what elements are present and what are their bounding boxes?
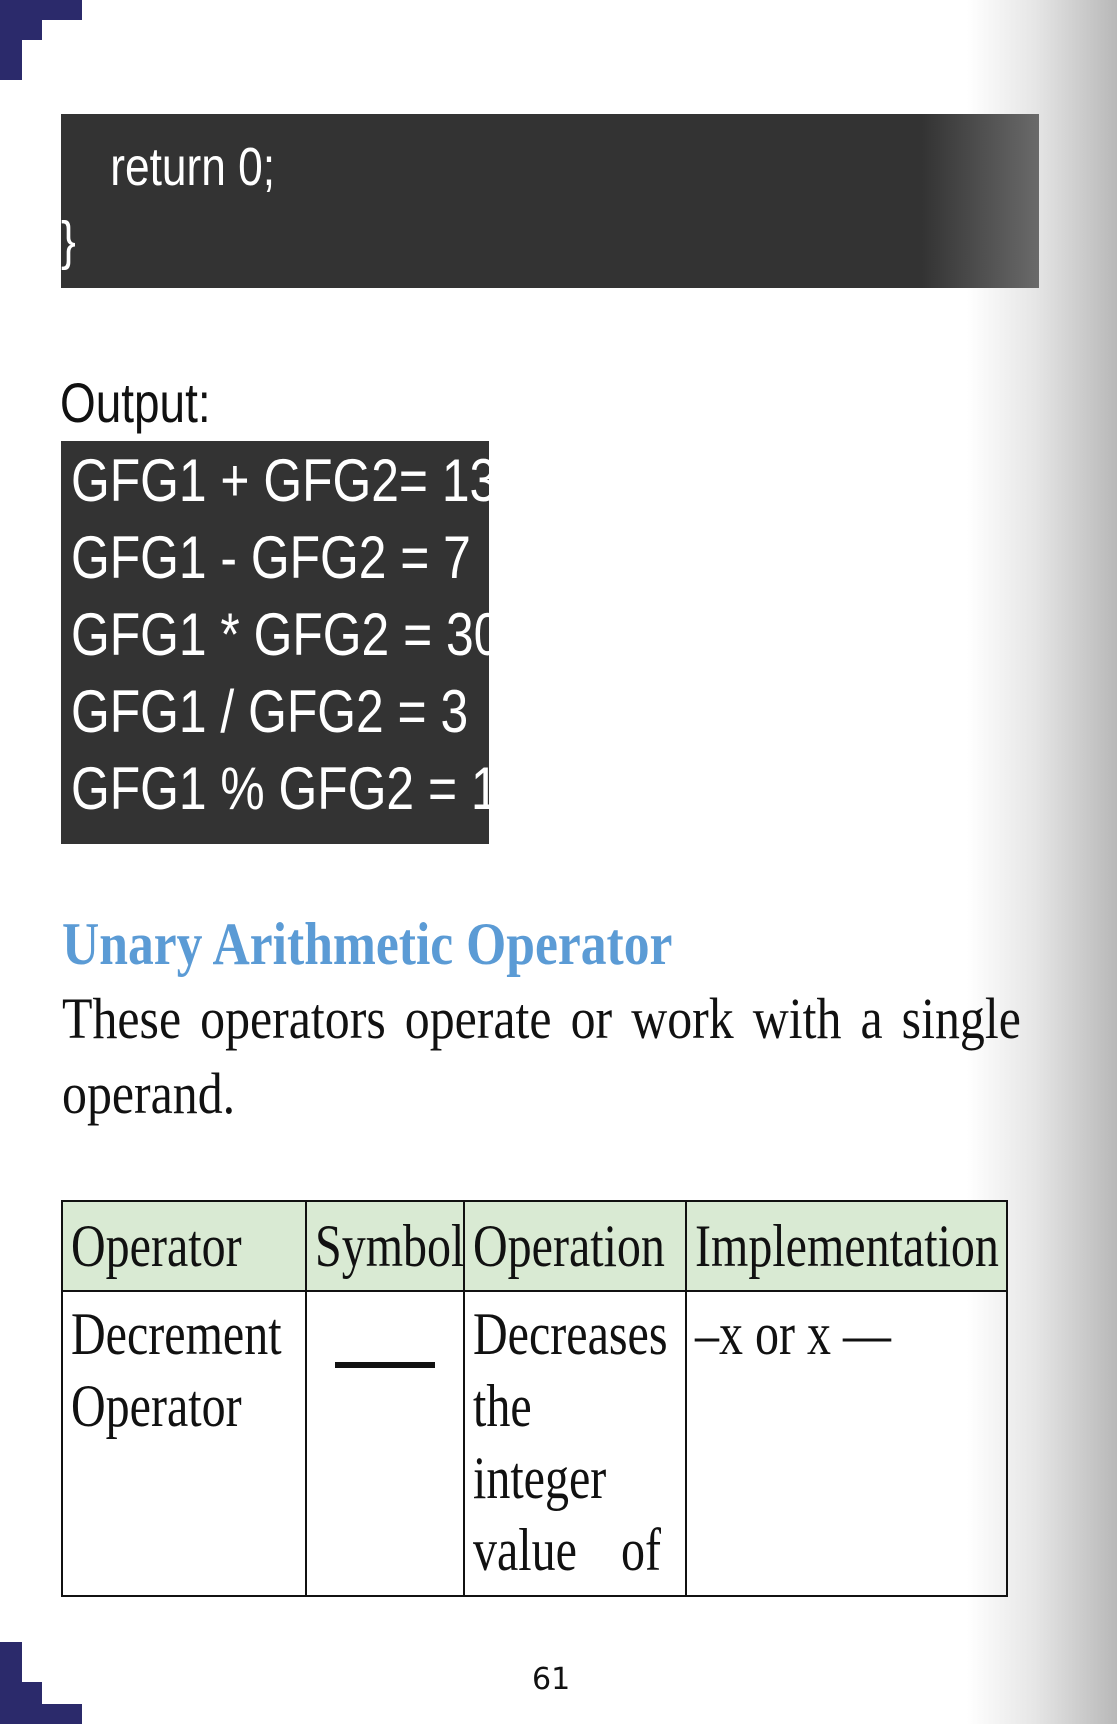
output-line: GFG1 / GFG2 = 3 xyxy=(71,678,469,745)
cell-operator: Operator xyxy=(71,1373,242,1439)
word: These xyxy=(62,986,182,1051)
cell-implementation: –x or x — xyxy=(695,1301,891,1367)
output-label: Output: xyxy=(60,371,211,434)
table-header-row xyxy=(63,1202,1006,1292)
cell-operator: Decrement xyxy=(71,1301,282,1367)
column-divider xyxy=(463,1202,465,1595)
word: operate xyxy=(404,986,552,1051)
word: with xyxy=(752,986,842,1051)
cell-operation: value of xyxy=(473,1517,661,1583)
top-corner-decoration xyxy=(0,0,82,80)
word: or xyxy=(570,986,613,1051)
cell-operation: integer xyxy=(473,1445,607,1511)
cell-operation: the xyxy=(473,1373,532,1439)
paragraph-line-2: operand. xyxy=(62,1061,236,1126)
output-line: GFG1 * GFG2 = 30 xyxy=(71,601,502,668)
word: work xyxy=(631,986,734,1051)
bottom-corner-decoration xyxy=(0,1642,82,1724)
cell-operation: Decreases xyxy=(473,1301,668,1367)
word: a xyxy=(860,986,883,1051)
section-heading: Unary Arithmetic Operator xyxy=(62,911,673,977)
code-block: return 0; } xyxy=(61,114,1039,288)
page-number: 61 xyxy=(532,1662,571,1697)
column-divider xyxy=(685,1202,687,1595)
output-line: GFG1 - GFG2 = 7 xyxy=(71,524,471,591)
header-implementation: Implementation xyxy=(695,1213,999,1279)
code-line: return 0; xyxy=(61,137,276,197)
header-operator: Operator xyxy=(71,1213,242,1279)
cell-symbol-dash xyxy=(335,1362,435,1368)
word: single xyxy=(901,986,1021,1051)
output-line: GFG1 + GFG2= 13 xyxy=(71,447,498,514)
header-operation: Operation xyxy=(473,1213,665,1279)
code-line: } xyxy=(61,211,76,271)
paragraph-line-1: These operators operate or work with a s… xyxy=(62,985,1021,1052)
operator-table: Operator Symbol Operation Implementation… xyxy=(61,1200,1008,1597)
column-divider xyxy=(305,1202,307,1595)
output-console: GFG1 + GFG2= 13 GFG1 - GFG2 = 7 GFG1 * G… xyxy=(61,441,501,844)
word: operators xyxy=(200,986,386,1051)
header-symbol: Symbol xyxy=(315,1213,465,1279)
output-line: GFG1 % GFG2 = 1 xyxy=(71,755,499,822)
